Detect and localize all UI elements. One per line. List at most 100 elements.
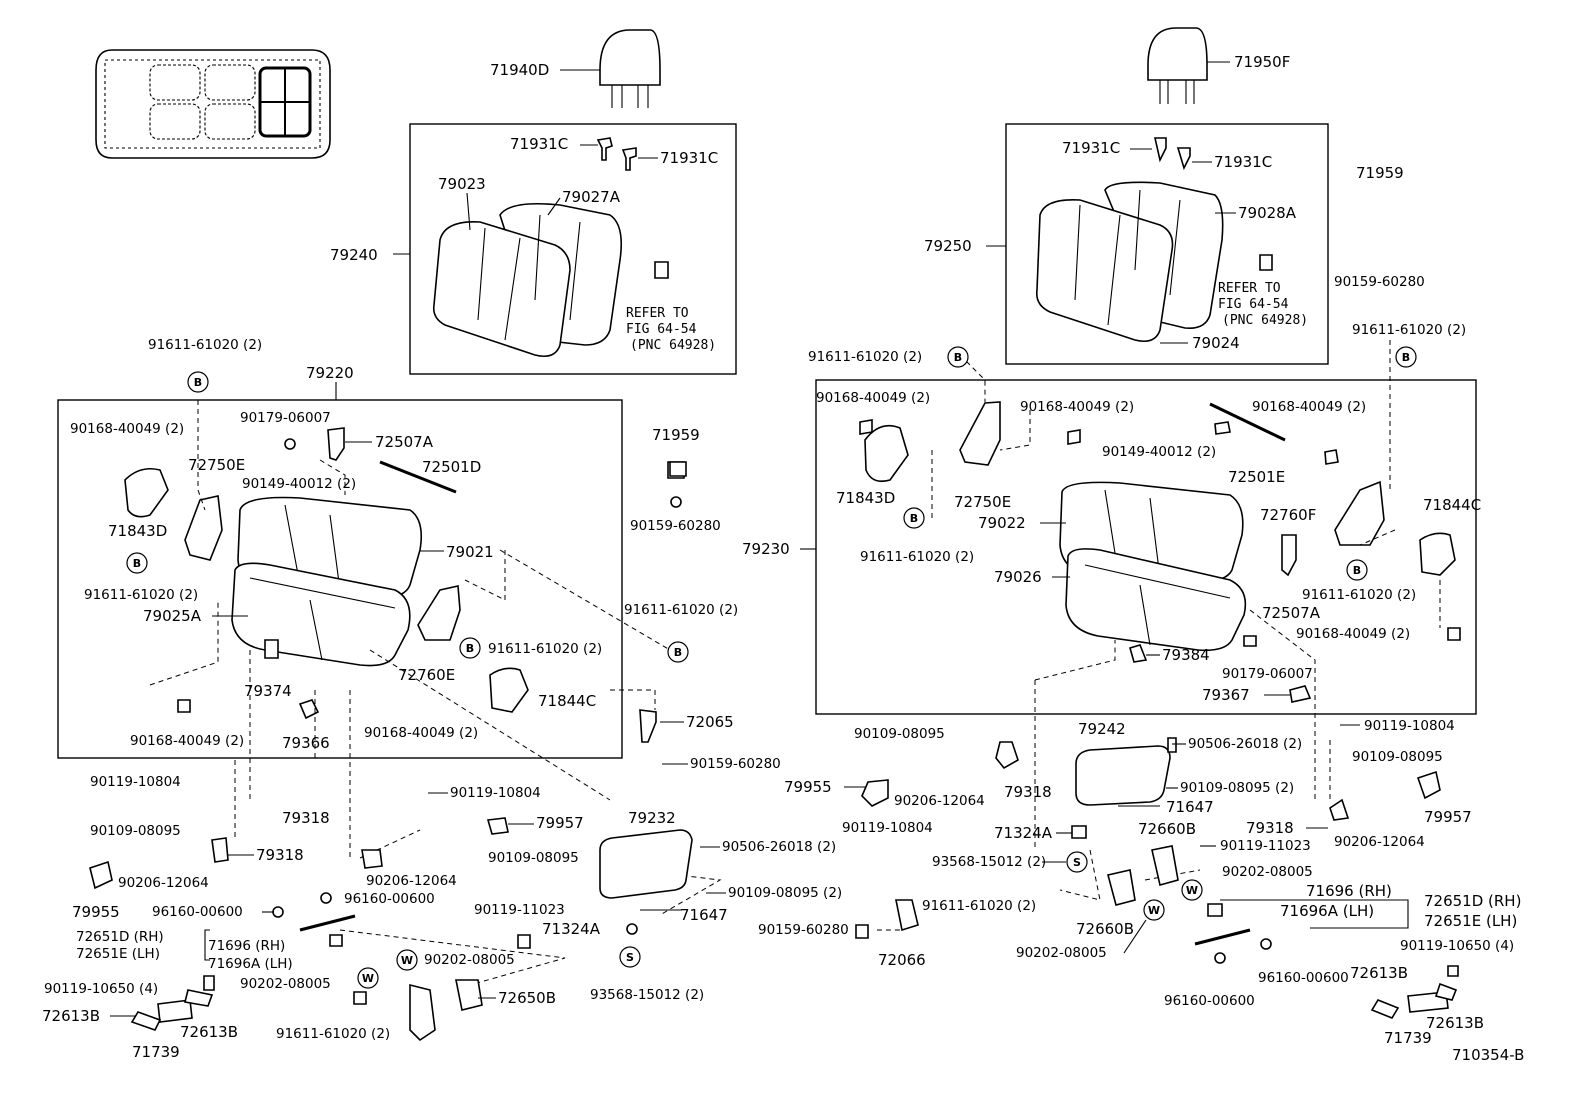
part-label: 72501E bbox=[1228, 468, 1285, 486]
svg-text:B: B bbox=[1402, 351, 1410, 364]
svg-text:B: B bbox=[133, 557, 141, 570]
part-label: 72501D bbox=[422, 458, 481, 476]
left-seat-back-icon bbox=[432, 202, 623, 358]
part-label: 72613B bbox=[1426, 1014, 1484, 1032]
right-seat-box bbox=[815, 379, 1477, 715]
part-label: 90119-11023 bbox=[1220, 838, 1311, 854]
left-lower-parts-icon bbox=[89, 817, 693, 1042]
part-label: 90168-40049 (2) bbox=[1252, 399, 1366, 415]
part-label: 71696 (RH) bbox=[208, 938, 285, 954]
part-label: 79955 bbox=[72, 903, 120, 921]
part-label: 90119-10650 (4) bbox=[1400, 938, 1514, 954]
part-label: 79021 bbox=[446, 543, 494, 561]
part-label: 90119-10804 bbox=[842, 820, 933, 836]
part-label: 90109-08095 bbox=[90, 823, 181, 839]
part-label: 90109-08095 (2) bbox=[1180, 780, 1294, 796]
refer-note: REFER TO bbox=[1218, 281, 1281, 296]
part-label: 90159-60280 bbox=[758, 922, 849, 938]
refer-note: FIG 64-54 bbox=[626, 322, 697, 337]
part-label: 91611-61020 (2) bbox=[860, 549, 974, 565]
part-label: 72650B bbox=[498, 989, 556, 1007]
part-label: 72613B bbox=[180, 1023, 238, 1041]
right-seat-back-icon bbox=[1035, 137, 1273, 343]
part-label: 71696A (LH) bbox=[1280, 902, 1374, 920]
part-label: 72760F bbox=[1260, 506, 1316, 524]
left-hinges-icon bbox=[124, 427, 685, 743]
part-label: 90119-11023 bbox=[474, 902, 565, 918]
left-seat-box bbox=[57, 399, 623, 759]
part-label: 72651E (LH) bbox=[76, 946, 160, 962]
part-label: 79026 bbox=[994, 568, 1042, 586]
part-label: 96160-00600 bbox=[152, 904, 243, 920]
part-label: 96160-00600 bbox=[1164, 993, 1255, 1009]
part-label: 79318 bbox=[1004, 783, 1052, 801]
part-label: 71931C bbox=[1062, 139, 1120, 157]
screw-marker-s-icon: S S bbox=[619, 851, 1088, 968]
part-label: 93568-15012 (2) bbox=[932, 854, 1046, 870]
left-lever-bracket bbox=[204, 929, 210, 961]
part-label: 90168-40049 (2) bbox=[70, 421, 184, 437]
part-label: 91611-61020 (2) bbox=[84, 587, 198, 603]
right-seat-cushion-icon bbox=[1059, 481, 1247, 652]
part-label: 90202-08005 bbox=[240, 976, 331, 992]
svg-text:W: W bbox=[362, 972, 374, 985]
refer-note: (PNC 64928) bbox=[1222, 313, 1308, 328]
part-label: 79318 bbox=[256, 846, 304, 864]
part-label: 93568-15012 (2) bbox=[590, 987, 704, 1003]
part-label: 79384 bbox=[1162, 646, 1210, 664]
part-label: 90119-10804 bbox=[1364, 718, 1455, 734]
part-label: 71739 bbox=[132, 1043, 180, 1061]
part-label: 79230 bbox=[742, 540, 790, 558]
part-label: 72066 bbox=[878, 951, 926, 969]
part-label: 71647 bbox=[1166, 798, 1214, 816]
svg-text:B: B bbox=[910, 512, 918, 525]
washer-marker-w-icon: W W W W bbox=[357, 879, 1203, 989]
part-label: 79023 bbox=[438, 175, 486, 193]
part-label: 90119-10650 (4) bbox=[44, 981, 158, 997]
part-label: 90159-60280 bbox=[690, 756, 781, 772]
part-label: 72660B bbox=[1138, 820, 1196, 838]
svg-text:W: W bbox=[1186, 884, 1198, 897]
part-label: 71959 bbox=[1356, 164, 1404, 182]
part-label: 71940D bbox=[490, 61, 549, 79]
part-label: 90202-08005 bbox=[424, 952, 515, 968]
part-label: 72613B bbox=[1350, 964, 1408, 982]
part-label: 79232 bbox=[628, 809, 676, 827]
part-label: 90202-08005 bbox=[1222, 864, 1313, 880]
left-headrest-icon bbox=[560, 29, 661, 108]
part-label: 96160-00600 bbox=[344, 891, 435, 907]
part-label: 90119-10804 bbox=[450, 785, 541, 801]
figure-code: 710354-B bbox=[1452, 1046, 1524, 1064]
right-headrest-icon bbox=[1147, 27, 1230, 104]
part-label: 72507A bbox=[375, 433, 434, 451]
part-label: 90506-26018 (2) bbox=[722, 839, 836, 855]
left-seat-cushion-icon bbox=[231, 496, 423, 667]
part-label: 79374 bbox=[244, 682, 292, 700]
part-label: 90168-40049 (2) bbox=[364, 725, 478, 741]
part-label: 90168-40049 (2) bbox=[1020, 399, 1134, 415]
right-lower-parts-icon bbox=[855, 737, 1459, 1019]
part-label: 90179-06007 bbox=[240, 410, 331, 426]
part-label: 79318 bbox=[282, 809, 330, 827]
part-label: 72613B bbox=[42, 1007, 100, 1025]
right-back-box bbox=[1005, 123, 1329, 365]
part-label: 72750E bbox=[954, 493, 1011, 511]
part-label: 91611-61020 (2) bbox=[148, 337, 262, 353]
part-label: 72660B bbox=[1076, 920, 1134, 938]
part-label: 79242 bbox=[1078, 720, 1126, 738]
part-label: 90179-06007 bbox=[1222, 666, 1313, 682]
part-label: 91611-61020 (2) bbox=[922, 898, 1036, 914]
part-label: 90109-08095 (2) bbox=[728, 885, 842, 901]
right-hinges-icon bbox=[859, 401, 1461, 703]
refer-note: REFER TO bbox=[626, 306, 689, 321]
svg-text:S: S bbox=[626, 951, 634, 964]
part-label: 79027A bbox=[562, 188, 621, 206]
middle-clip-icon bbox=[669, 461, 687, 477]
part-label: 72760E bbox=[398, 666, 455, 684]
part-label: 90168-40049 (2) bbox=[816, 390, 930, 406]
svg-text:W: W bbox=[401, 954, 413, 967]
part-label: 91611-61020 (2) bbox=[1302, 587, 1416, 603]
svg-text:B: B bbox=[466, 642, 474, 655]
part-label: 91611-61020 (2) bbox=[624, 602, 738, 618]
